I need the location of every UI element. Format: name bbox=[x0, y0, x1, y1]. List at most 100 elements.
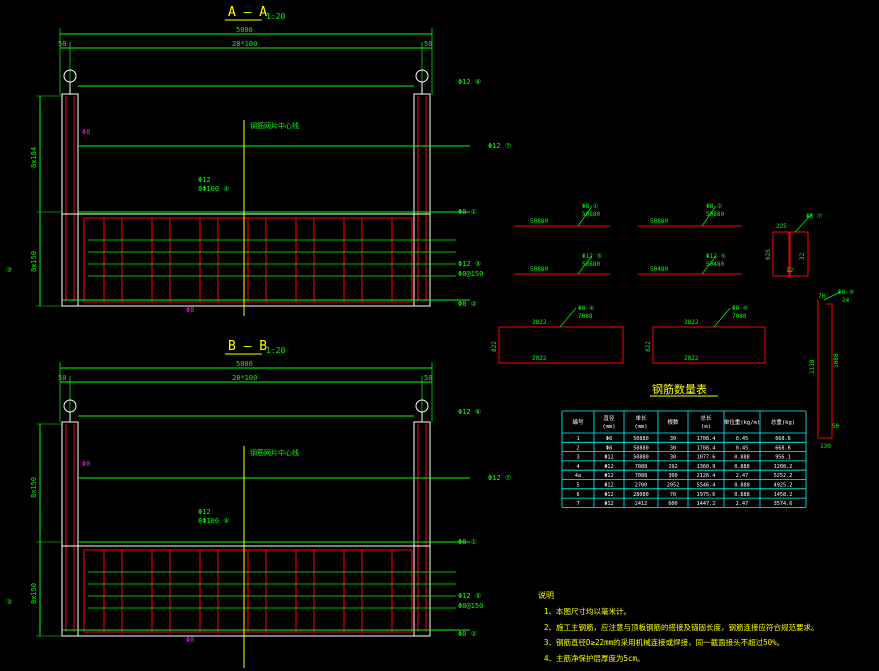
section-b-bar7: Φ12 ⑦ bbox=[488, 474, 511, 482]
table-cell: 5 bbox=[576, 483, 579, 489]
section-a-bar-mid-sub: 8Φ100 ④ bbox=[198, 185, 230, 193]
bar6-top: 2822 bbox=[684, 319, 699, 326]
table-cell: 3574.6 bbox=[774, 501, 793, 507]
bar3-sub: 50880 bbox=[582, 261, 600, 268]
table-cell: 4a bbox=[575, 473, 581, 479]
table-cell: 6 bbox=[576, 492, 579, 498]
section-a-dim-mid: 28*100 bbox=[232, 40, 257, 48]
section-a-bar-bottom: Φ8 bbox=[186, 306, 194, 314]
hook-sub: 24 bbox=[842, 297, 850, 304]
note-4: 4、主筋净保护层厚度为5cm。 bbox=[544, 653, 645, 663]
section-a-title: A — A bbox=[228, 5, 267, 20]
section-b-bar5: Φ12 ⑤ bbox=[458, 592, 481, 600]
table-cell: 0.888 bbox=[734, 483, 750, 489]
table-header-cell: 总重(kg) bbox=[771, 418, 795, 426]
table-cell: 2.47 bbox=[736, 473, 749, 479]
bar6-tag: Φ8 ⑥ bbox=[732, 305, 748, 312]
bar4-sub: 7088 bbox=[578, 313, 593, 320]
table-cell: 4 bbox=[576, 464, 579, 470]
section-a-scale: 1:20 bbox=[266, 12, 285, 21]
table-cell: 0.45 bbox=[736, 445, 749, 451]
bar6-sub: 7088 bbox=[732, 313, 747, 320]
table-header-cell: (mm) bbox=[634, 424, 647, 430]
table-grid bbox=[561, 410, 807, 508]
table-cell: Φ12 bbox=[604, 483, 613, 489]
section-a-stirrups bbox=[103, 218, 393, 302]
section-b-scale: 1:20 bbox=[266, 346, 285, 355]
section-b-dim-right: 50 bbox=[424, 374, 432, 382]
table-cell: 70 bbox=[670, 492, 676, 498]
section-b-phi-mark: Φ8 bbox=[82, 460, 90, 468]
table-cell: Φ12 bbox=[604, 455, 613, 461]
table-cell: Φ12 bbox=[604, 473, 613, 479]
section-a-dim-left: 50 bbox=[58, 40, 66, 48]
section-a-a: A — A 1:20 5000 28*100 50 50 bbox=[6, 5, 511, 316]
section-b-vdim-lower: 8x150 bbox=[30, 583, 38, 604]
section-a-dim-total: 5000 bbox=[236, 26, 253, 34]
section-a-phi-mark: Φ8 bbox=[82, 128, 90, 136]
table-header-cell: 根数 bbox=[667, 418, 679, 426]
note-3: 3、钢筋直径D≥22mm的采用机械连接或焊接，同一截面接头不超过50%。 bbox=[544, 637, 784, 647]
rebar-quantity-table: 钢筋数量表 编号直径(mm)单长(mm)根数总长(m)单位重(kg/m)总重(k… bbox=[561, 382, 807, 508]
section-a-bar5-sub: Φ8@150 bbox=[458, 270, 483, 278]
table-cell: 0.888 bbox=[734, 455, 750, 461]
bar6-bottom: 2822 bbox=[684, 355, 699, 362]
table-cell: 1447.2 bbox=[697, 501, 716, 507]
section-b-bar-mid-sub: 8Φ100 ④ bbox=[198, 517, 230, 525]
notes-heading: 说明 bbox=[538, 590, 554, 600]
table-cell: 7088 bbox=[635, 473, 648, 479]
section-a-dim-right: 50 bbox=[424, 40, 432, 48]
table-cell: 1458.2 bbox=[774, 492, 793, 498]
hook-foot: 130 bbox=[820, 443, 831, 450]
table-cell: 1208.2 bbox=[774, 464, 793, 470]
table-cell: 0.45 bbox=[736, 436, 749, 442]
section-b-bar2: Φ8 ② bbox=[458, 630, 477, 638]
stirrup-h: 625 bbox=[765, 249, 772, 260]
section-a-bar5: Φ12 ⑤ bbox=[458, 260, 481, 268]
hook-bot: 50 bbox=[832, 423, 840, 430]
section-b-bar3: ③ bbox=[6, 598, 12, 606]
table-cell: 668.6 bbox=[775, 436, 791, 442]
hook-top: 70 bbox=[818, 293, 826, 300]
section-b-bar12-mid: Φ12 bbox=[198, 508, 211, 516]
bar5-tag: Φ12 ⑤ bbox=[706, 253, 726, 260]
table-cell: 300 bbox=[668, 473, 677, 479]
table-cell: 30 bbox=[670, 455, 676, 461]
table-header-cell: 编号 bbox=[572, 418, 584, 426]
section-b-bar1: Φ8 ① bbox=[458, 538, 477, 546]
table-cell: Φ12 bbox=[604, 492, 613, 498]
table-cell: 2412 bbox=[635, 501, 648, 507]
section-b-bar5-sub: Φ8@150 bbox=[458, 602, 483, 610]
table-cell: 2052 bbox=[667, 483, 680, 489]
section-a-bar7: Φ12 ⑦ bbox=[488, 142, 511, 150]
table-cell: 668.6 bbox=[775, 445, 791, 451]
table-cell: 1077.6 bbox=[697, 455, 716, 461]
table-cell: 30 bbox=[670, 436, 676, 442]
section-a-vdim-upper: 8x184 bbox=[30, 147, 38, 168]
section-a-bar12-top: Φ12 ⑥ bbox=[458, 78, 481, 86]
bar2-sub: 50880 bbox=[706, 211, 724, 218]
bar3-len: 50880 bbox=[530, 266, 548, 273]
table-cell: 2126.4 bbox=[697, 473, 716, 479]
table-cell: 0.888 bbox=[734, 464, 750, 470]
table-cell: 4925.2 bbox=[774, 483, 793, 489]
table-title: 钢筋数量表 bbox=[652, 382, 707, 396]
table-cell: 50880 bbox=[633, 455, 649, 461]
section-b-bar12-top: Φ12 ⑥ bbox=[458, 408, 481, 416]
table-cell: 30 bbox=[670, 445, 676, 451]
section-b-center-note: 钢筋网片中心线 bbox=[250, 448, 299, 457]
bar5-len: 50480 bbox=[650, 266, 668, 273]
bar4-tag: Φ8 ④ bbox=[578, 305, 594, 312]
rebar-details: 50880 Φ8 ① 50880 50880 Φ8 ② 50880 50880 … bbox=[491, 203, 854, 450]
section-a-center-note: 钢筋网片中心线 bbox=[250, 121, 299, 130]
bar5-sub: 50480 bbox=[706, 261, 724, 268]
notes: 说明 1、本图尺寸均以毫米计。 2、施工主钢筋，应注意与顶板钢筋的搭接及锚固长度… bbox=[538, 590, 819, 663]
table-cell: 1360.9 bbox=[697, 464, 716, 470]
bar1-sub: 50880 bbox=[582, 211, 600, 218]
table-header-cell: 单位重(kg/m) bbox=[724, 418, 760, 426]
bar1-tag: Φ8 ① bbox=[582, 203, 598, 210]
table-cell: 7 bbox=[576, 501, 579, 507]
table-cell: Φ12 bbox=[604, 501, 613, 507]
